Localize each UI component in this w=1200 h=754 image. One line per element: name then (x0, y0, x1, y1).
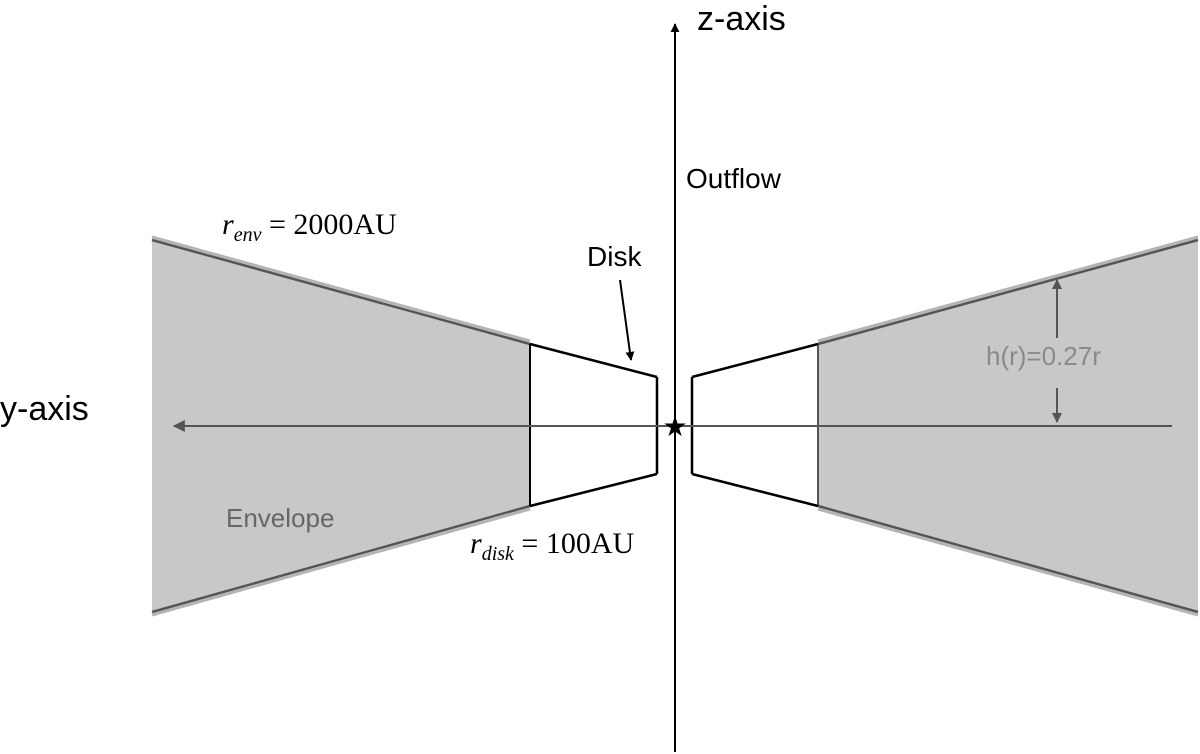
envelope-right-top-edge (817, 235, 1199, 343)
envelope-radius-symbol: r (222, 208, 234, 241)
envelope-radius-value: = 2000AU (261, 208, 397, 241)
disk-left-bottom-line (529, 472, 658, 508)
y-axis-label: y-axis (0, 390, 89, 428)
disk-label: Disk (587, 241, 642, 272)
envelope-left-top-line (151, 238, 531, 346)
envelope-right-bottom-line (817, 504, 1199, 614)
outflow-label: Outflow (686, 163, 782, 194)
envelope-radius-label: renv = 2000AU (222, 208, 397, 246)
disk-radius-subscript: disk (482, 543, 515, 565)
disk-right-bottom-line (691, 472, 819, 508)
z-axis-label: z-axis (697, 0, 786, 38)
envelope-right-top-line (817, 238, 1199, 346)
disk-left-top-line (529, 342, 658, 379)
central-star-icon: ★ (662, 411, 687, 442)
disk-radius-symbol: r (470, 527, 482, 560)
envelope-label: Envelope (226, 503, 334, 533)
envelope-right-bottom-edge (817, 507, 1199, 617)
envelope-left-bottom-line (151, 504, 531, 614)
envelope-left-top-edge (151, 235, 531, 343)
height-label: h(r)=0.27r (986, 341, 1101, 371)
disk-radius-value: = 100AU (514, 527, 635, 560)
disk-pointer-arrow (619, 279, 635, 361)
envelope-radius-subscript: env (234, 224, 262, 246)
disk-radius-label: rdisk = 100AU (470, 527, 634, 565)
disk-right-top-line (691, 342, 819, 379)
envelope-left-bottom-edge (151, 507, 531, 617)
